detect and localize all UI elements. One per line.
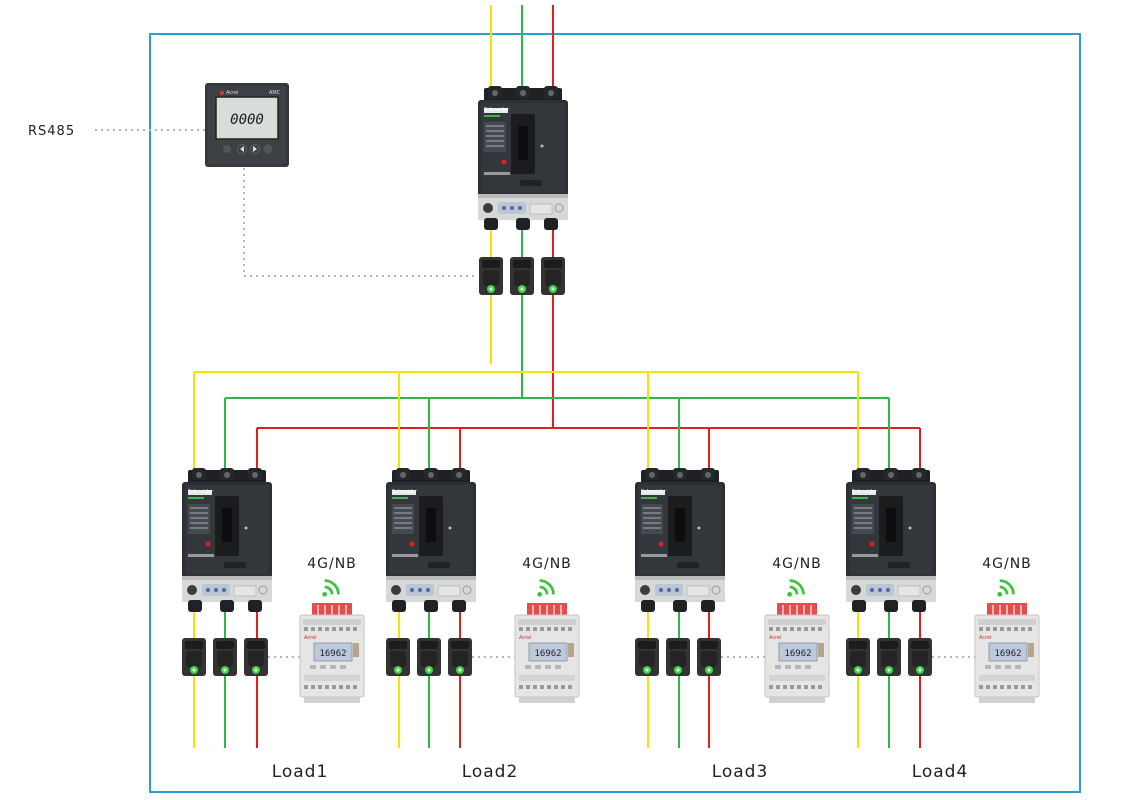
branch-2-ct-a (386, 638, 410, 676)
main-breaker: Schneider (477, 85, 569, 231)
branch-3-load-label: Load3 (712, 762, 769, 782)
branch-2-ct-b (417, 638, 441, 676)
branch-2-wifi-icon (535, 579, 555, 599)
main-ct-b (510, 257, 534, 295)
branch-2-iot-meter: Acrel 16962 (514, 602, 580, 704)
branch-1-iot-brand: Acrel (304, 635, 317, 641)
branch-3-ct-c (697, 638, 721, 676)
branch-4-iot-display: 16962 (994, 649, 1021, 659)
main-breaker-brand: Schneider (484, 107, 510, 113)
branch-2: Schneider Acrel 16962 4G/NB Load2 (385, 467, 580, 782)
branch-4: Schneider Acrel 16962 4G/NB Load4 (845, 467, 1040, 782)
panel-meter-brand: Acrel (226, 90, 239, 96)
branch-2-ct-c (448, 638, 472, 676)
panel-meter-display: 0000 (230, 112, 264, 128)
branch-2-iot-display: 16962 (534, 649, 561, 659)
branch-1-iot-meter: Acrel 16962 (299, 602, 365, 704)
branch-4-breaker-brand: Schneider (852, 489, 878, 495)
branch-3-ct-b (666, 638, 690, 676)
branch-3-breaker-brand: Schneider (641, 489, 667, 495)
branch-2-network-label: 4G/NB (522, 556, 572, 572)
branch-1-breaker-brand: Schneider (188, 489, 214, 495)
panel-meter-model: AMC (269, 90, 281, 96)
branch-4-iot-brand: Acrel (979, 635, 992, 641)
branch-3-wifi-icon (785, 579, 805, 599)
branch-2-breaker-brand: Schneider (392, 489, 418, 495)
branch-4-iot-meter: Acrel 16962 (974, 602, 1040, 704)
branch-4-ct-a (846, 638, 870, 676)
branch-1-load-label: Load1 (272, 762, 329, 782)
branch-2-breaker: Schneider (385, 467, 477, 613)
panel-meter: Acrel AMC 0000 (204, 82, 290, 168)
branch-1-network-label: 4G/NB (307, 556, 357, 572)
branch-1-ct-a (182, 638, 206, 676)
branch-1-iot-display: 16962 (319, 649, 346, 659)
branch-4-load-label: Load4 (912, 762, 969, 782)
branch-3-ct-a (635, 638, 659, 676)
main-ct-group (479, 257, 565, 295)
branch-4-ct-b (877, 638, 901, 676)
branch-1-wifi-icon (320, 579, 340, 599)
branch-2-load-label: Load2 (462, 762, 519, 782)
branch-3-network-label: 4G/NB (772, 556, 822, 572)
branch-3-iot-meter: Acrel 16962 (764, 602, 830, 704)
main-ct-c (541, 257, 565, 295)
branch-1-breaker: Schneider (181, 467, 273, 613)
branch-4-wifi-icon (995, 579, 1015, 599)
branch-4-breaker: Schneider (845, 467, 937, 613)
branch-3-iot-display: 16962 (784, 649, 811, 659)
main-ct-a (479, 257, 503, 295)
branch-3-breaker: Schneider (634, 467, 726, 613)
branch-2-iot-brand: Acrel (519, 635, 532, 641)
panel-meter-ct-line (243, 168, 478, 277)
branch-4-network-label: 4G/NB (982, 556, 1032, 572)
branch-1-ct-b (213, 638, 237, 676)
branch-1: Schneider Acrel 16962 4G/NB Load1 (181, 467, 365, 782)
branch-1-ct-c (244, 638, 268, 676)
branch-4-ct-c (908, 638, 932, 676)
branch-3: Schneider Acrel 16962 4G/NB Load3 (634, 467, 830, 782)
branch-3-iot-brand: Acrel (769, 635, 782, 641)
system-frame (149, 33, 1081, 793)
rs485-label: RS485 (28, 124, 75, 139)
